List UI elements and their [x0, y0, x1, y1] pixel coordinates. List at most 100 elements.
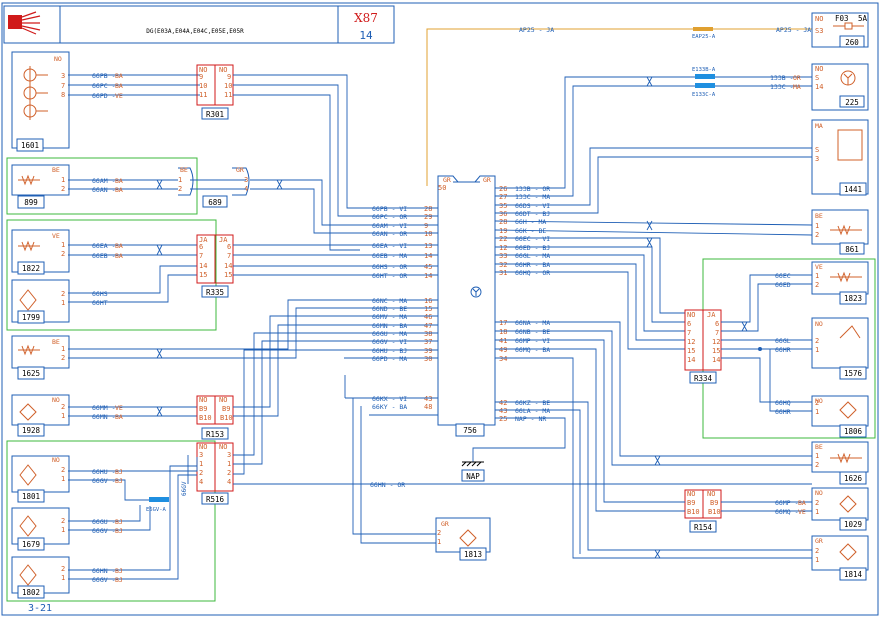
svg-text:1626: 1626	[844, 474, 863, 483]
ecu-right-wire-label: 66NB - BE	[515, 328, 550, 336]
svg-text:1: 1	[61, 412, 65, 420]
ecu-left-wire-label: 66PD - MA	[372, 355, 407, 363]
svg-text:1: 1	[178, 176, 182, 184]
svg-text:BA: BA	[115, 72, 123, 80]
ecu-left-pin-number: 30	[424, 355, 432, 363]
svg-text:1: 1	[815, 272, 819, 280]
svg-text:6: 6	[227, 243, 231, 251]
fuse-id: F03	[835, 14, 849, 23]
component-1802: 21 1802	[11, 556, 70, 599]
svg-text:BJ: BJ	[115, 527, 123, 535]
svg-text:2: 2	[815, 337, 819, 345]
svg-text:EAP25-A: EAP25-A	[692, 34, 716, 40]
svg-text:14: 14	[199, 262, 207, 270]
svg-text:66AN -: 66AN -	[92, 186, 115, 194]
svg-text:3: 3	[199, 451, 203, 459]
svg-text:66GU -: 66GU -	[92, 518, 115, 526]
svg-text:1: 1	[815, 222, 819, 230]
ecu-left-pin-number: 29	[424, 213, 432, 221]
svg-text:NO: NO	[54, 55, 62, 63]
component-1576: NO 21 1576	[811, 317, 869, 380]
svg-text:10: 10	[199, 82, 207, 90]
ecu-right-pin-number: 26	[499, 185, 507, 193]
ecu-right-wire-label: 66ED - BJ	[515, 244, 550, 252]
component-1799: 21 1799	[11, 279, 70, 324]
svg-text:66HR: 66HR	[775, 346, 791, 354]
ecu-right-pin-number: 18	[499, 328, 507, 336]
svg-text:1928: 1928	[22, 426, 41, 435]
svg-text:B9: B9	[687, 499, 695, 507]
ecu-left-pin-number: 45	[424, 263, 432, 271]
svg-text:GR: GR	[483, 176, 491, 184]
svg-text:2: 2	[815, 461, 819, 469]
svg-text:15: 15	[199, 271, 207, 279]
twist-markers	[156, 76, 748, 559]
svg-text:GR: GR	[815, 537, 823, 545]
svg-text:4: 4	[227, 478, 231, 486]
ecu-left-wire-label: 66AM - VI	[372, 222, 407, 230]
svg-text:BA: BA	[115, 413, 123, 421]
ecu-left-pin-number: 16	[424, 297, 432, 305]
ecu-left-pin-number: 48	[424, 403, 432, 411]
svg-text:GR: GR	[236, 166, 244, 174]
ecu-right-pin-number: 49	[499, 346, 507, 354]
component-1823: VE 12 1823	[811, 261, 869, 305]
label-756: 756	[463, 426, 477, 435]
connector-logo-icon	[8, 15, 22, 29]
svg-text:66PD -: 66PD -	[92, 92, 115, 100]
zone-899	[6, 157, 198, 215]
ecu-right-pin-number: 32	[499, 261, 507, 269]
title-block: DG(E03A,E04A,E04C,E05E,E05R X87 14	[3, 5, 395, 44]
svg-text:66GV -: 66GV -	[92, 527, 115, 535]
svg-text:VE: VE	[815, 263, 823, 271]
svg-text:133B -: 133B -	[770, 74, 793, 82]
svg-text:7: 7	[227, 252, 231, 260]
svg-text:NO: NO	[219, 66, 227, 74]
svg-text:S3: S3	[815, 27, 823, 35]
svg-text:6: 6	[687, 320, 691, 328]
svg-text:9: 9	[199, 73, 203, 81]
svg-text:GR: GR	[441, 520, 449, 528]
ecu-left-wire-label: 66GV - VI	[372, 338, 407, 346]
ecu-right-wire-label: 66MP - VI	[515, 337, 550, 345]
svg-text:66GV: 66GV	[181, 481, 188, 496]
ecu-right-pin-number: 43	[499, 407, 507, 415]
svg-text:14: 14	[687, 356, 695, 364]
ecu-right-pin-number: 17	[499, 319, 507, 327]
ecu-left-pin-number: 38	[424, 330, 432, 338]
svg-text:66HQ: 66HQ	[775, 399, 791, 407]
component-1625: BE 12 1625	[11, 335, 70, 380]
ecu-left-pin-number: 47	[424, 322, 432, 330]
svg-text:1: 1	[815, 408, 819, 416]
component-1928: NO 21 1928	[11, 394, 70, 437]
svg-text:1441: 1441	[844, 185, 862, 194]
svg-text:B9: B9	[222, 405, 230, 413]
svg-text:66EC: 66EC	[775, 272, 791, 280]
svg-text:JA: JA	[219, 236, 228, 244]
svg-text:2: 2	[815, 547, 819, 555]
svg-text:1806: 1806	[844, 427, 863, 436]
svg-text:7: 7	[61, 82, 65, 90]
svg-text:BE: BE	[815, 212, 823, 220]
svg-text:NO: NO	[707, 490, 715, 498]
ecu-left-wire-label: 66EA - VI	[372, 242, 407, 250]
ecu-right-wire-label: NAP - NR	[515, 415, 546, 423]
sheet-code: X87	[354, 11, 378, 25]
ecu-right-pin-number: 27	[499, 193, 507, 201]
ecu-right-pin-number: 33	[499, 252, 507, 260]
svg-text:BA: BA	[115, 186, 123, 194]
ecu-right-pin-number: 42	[499, 399, 507, 407]
svg-text:1: 1	[815, 346, 819, 354]
zone-1822	[6, 219, 217, 331]
component-899: BE 12 899	[11, 164, 70, 209]
component-1441: MA S3 1441	[811, 119, 869, 196]
ecu-left-pin-number: 15	[424, 305, 432, 313]
ecu-right-wire-label: 66MQ - BA	[515, 346, 550, 354]
ecu-right-pin-number: 28	[499, 218, 507, 226]
svg-text:1802: 1802	[22, 588, 40, 597]
svg-text:B9: B9	[710, 499, 718, 507]
svg-text:1: 1	[437, 538, 441, 546]
svg-text:NO: NO	[815, 15, 823, 23]
ecu-right-wire-label: 133B - OR	[515, 185, 550, 193]
